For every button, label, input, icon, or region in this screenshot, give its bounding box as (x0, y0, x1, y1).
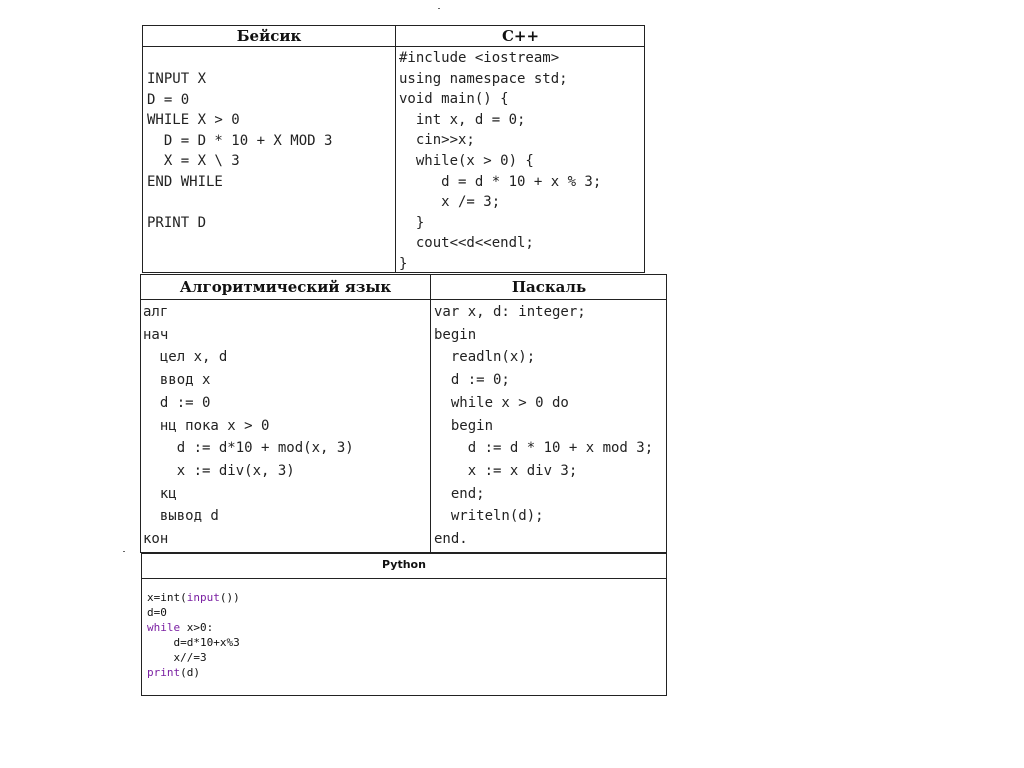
basic-column-title: Бейсик (236, 27, 302, 45)
code-line: D = 0 (147, 91, 190, 108)
scan-speck (438, 8, 440, 9)
code-line: ввод x (143, 372, 211, 389)
pascal-column-title: Паскаль (511, 278, 587, 296)
code-line: INPUT X (147, 71, 207, 87)
code-line: вывод d (143, 508, 219, 525)
code-line: while x > 0 do (434, 394, 569, 411)
code-line: d := 0 (143, 394, 211, 411)
code-line: X = X \ 3 (147, 153, 240, 170)
code-line: cout<<d<<endl; (399, 235, 534, 252)
python-code-block: x=int(input()) d=0 while x>0: d=d*10+x%3 x… (147, 590, 240, 680)
code-line: } (399, 255, 408, 272)
code-line: кц (143, 485, 177, 502)
cpp-code-block: #include <iostream> using namespace std; v… (399, 48, 601, 275)
code-line: d := d*10 + mod(x, 3) (143, 440, 354, 457)
code-line: readln(x); (434, 349, 536, 366)
code-line: end. (434, 531, 468, 548)
code-line: D = D * 10 + X MOD 3 (147, 132, 333, 149)
code-line: d=d*10+x%3 (147, 636, 240, 649)
code-line: x=int(input()) (147, 591, 240, 604)
code-line: while x>0: (147, 621, 214, 634)
code-line: begin (434, 417, 494, 434)
basic-code-block: INPUT X D = 0 WHILE X > 0 D = D * 10 + X M… (147, 69, 332, 234)
algorithmic-code-block: алг нач цел x, d ввод x d := 0 нц пока x … (143, 301, 354, 551)
python-column-title: Python (142, 554, 666, 579)
code-line: x := x div 3; (434, 462, 578, 479)
code-line: #include <iostream> (399, 50, 560, 66)
builtin-keyword: while (147, 621, 181, 634)
code-line: int x, d = 0; (399, 111, 526, 128)
code-line: кон (143, 531, 169, 548)
code-line: using namespace std; (399, 70, 568, 87)
code-line: x /= 3; (399, 194, 501, 211)
code-line: print(d) (147, 666, 200, 679)
code-line: нач (143, 326, 169, 343)
code-line: x := div(x, 3) (143, 462, 295, 479)
code-line: PRINT D (147, 215, 207, 232)
code-line (147, 193, 332, 214)
code-line: writeln(d); (434, 508, 544, 525)
algorithmic-pascal-table: Алгоритмический язык Паскаль алг нач цел … (140, 274, 667, 553)
code-line: cin>>x; (399, 132, 475, 149)
code-line: var x, d: integer; (434, 304, 586, 320)
code-line: while(x > 0) { (399, 152, 534, 169)
basic-cpp-table: Бейсик C++ INPUT X D = 0 WHILE X > 0 D = D… (142, 25, 645, 273)
code-line: END WHILE (147, 173, 223, 190)
code-line: d := d * 10 + x mod 3; (434, 440, 654, 457)
code-line: end; (434, 485, 485, 502)
scan-speck (123, 551, 125, 552)
code-line: d = d * 10 + x % 3; (399, 173, 602, 190)
table-header-row: Алгоритмический язык Паскаль (141, 275, 666, 300)
code-line: WHILE X > 0 (147, 112, 240, 129)
code-line: begin (434, 326, 477, 343)
column-divider (395, 26, 396, 272)
table-header-row: Бейсик C++ (143, 26, 644, 47)
code-line: d := 0; (434, 372, 510, 389)
column-divider (430, 275, 431, 552)
code-line: } (399, 214, 425, 231)
cpp-column-title: C++ (501, 27, 540, 45)
code-line: d=0 (147, 606, 167, 619)
builtin-keyword: print (147, 666, 181, 679)
algorithmic-column-title: Алгоритмический язык (179, 278, 392, 296)
python-table: Python x=int(input()) d=0 while x>0: d=d*1… (141, 553, 667, 696)
pascal-code-block: var x, d: integer; begin readln(x); d := … (434, 301, 653, 551)
code-line: алг (143, 304, 169, 320)
code-line: цел x, d (143, 349, 228, 366)
code-line: нц пока x > 0 (143, 417, 270, 434)
builtin-keyword: input (186, 591, 220, 604)
code-line: void main() { (399, 91, 509, 108)
code-line: x//=3 (147, 651, 207, 664)
